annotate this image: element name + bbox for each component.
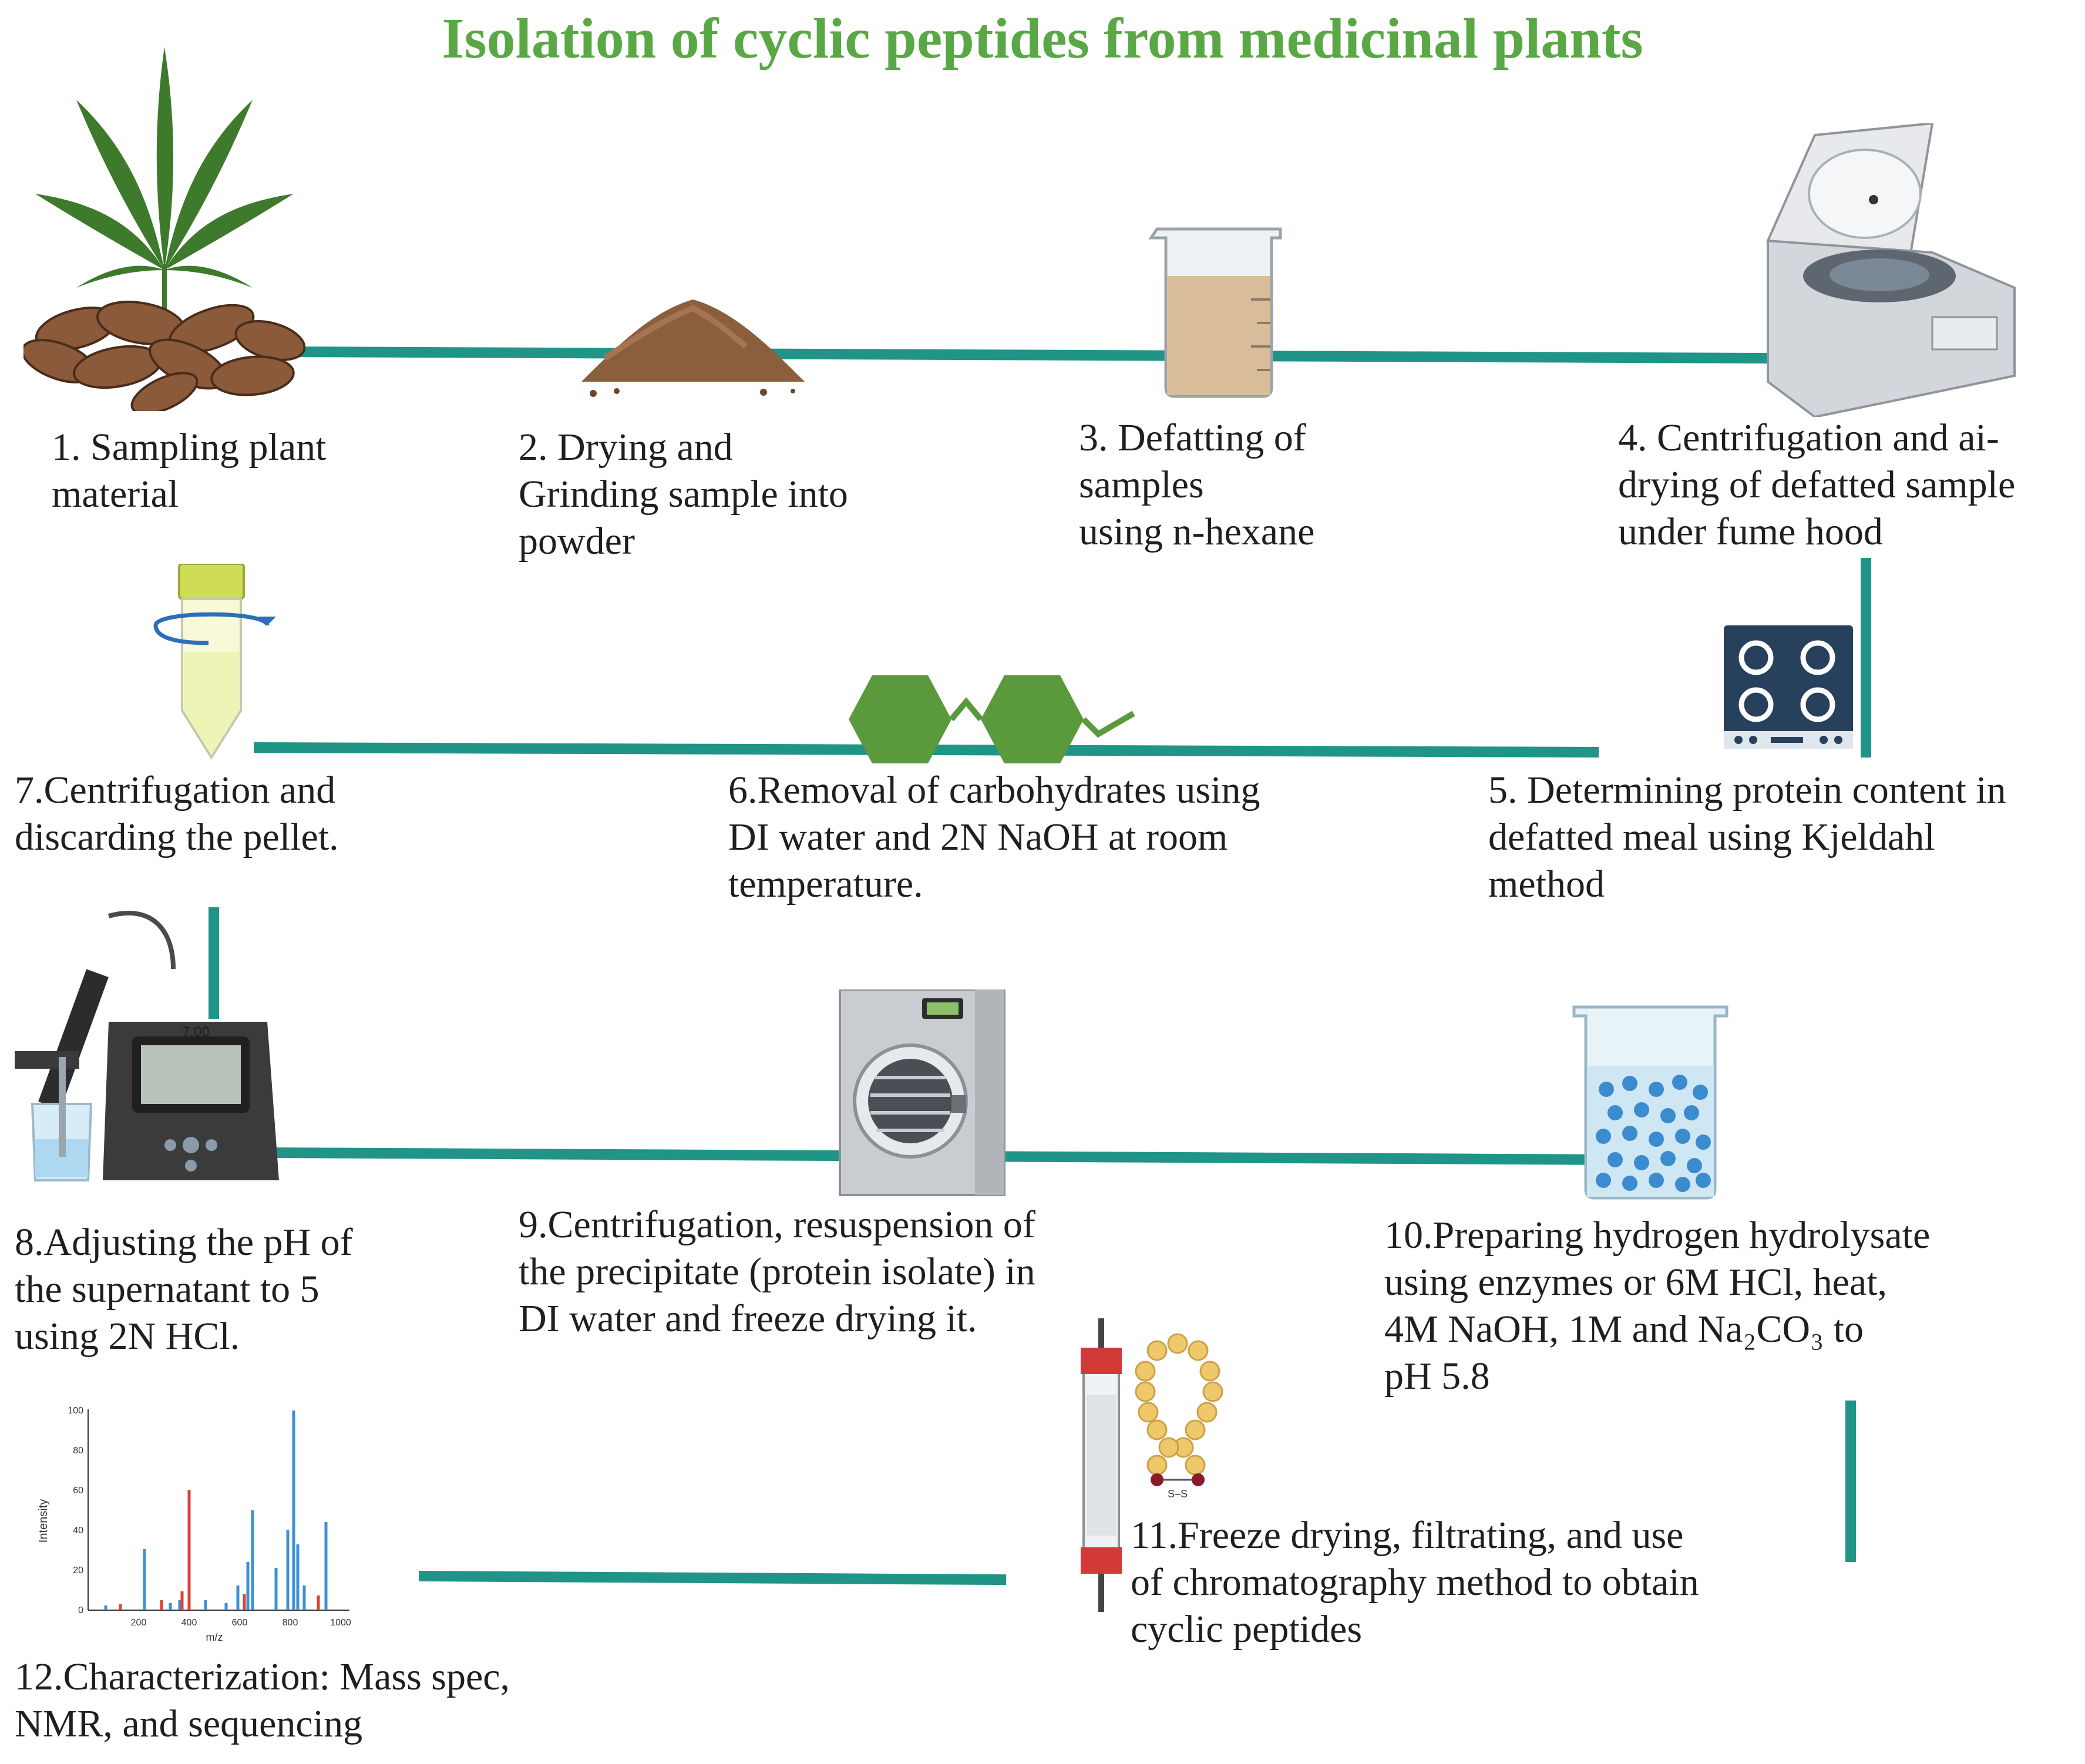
step-2-label: 2. Drying and Grinding sample into powde… xyxy=(519,426,848,563)
beaker-hexane-icon xyxy=(1148,227,1282,398)
spectrum-ylabel: Intensity xyxy=(37,1499,50,1543)
connector-row4 xyxy=(418,1571,1007,1585)
spectrum-xtick: 200 xyxy=(131,1618,147,1628)
diagram-title: Isolation of cyclic peptides from medici… xyxy=(442,7,1643,70)
carbohydrate-molecule-icon xyxy=(849,675,1135,763)
step-7-label: 7.Centrifugation and discarding the pell… xyxy=(15,769,339,859)
spectrum-xlabel: m/z xyxy=(206,1631,223,1643)
spectrum-xtick: 1000 xyxy=(330,1618,351,1628)
step-1-label: 1. Sampling plant material xyxy=(52,426,327,516)
step-3-label: 3. Defatting of samples using n-hexane xyxy=(1079,416,1315,553)
spectrum-ytick: 20 xyxy=(73,1566,83,1576)
spectrum-ytick: 0 xyxy=(78,1605,83,1615)
step-9-label: 9.Centrifugation, resuspension of the pr… xyxy=(519,1203,1035,1340)
ph-meter-icon: 7.00 xyxy=(15,910,279,1181)
step-8-label: 8.Adjusting the pH of the supernatant to… xyxy=(15,1221,353,1358)
step-6-label: 6.Removal of carbohydrates using DI wate… xyxy=(728,769,1260,905)
connector-7-8 xyxy=(208,907,219,1019)
connector-4-5 xyxy=(1861,558,1871,758)
spectrum-ytick: 40 xyxy=(73,1526,83,1536)
step-4-label: 4. Centrifugation and ai- drying of defa… xyxy=(1618,416,2016,553)
beaker-beads-icon xyxy=(1572,1005,1728,1200)
kjeldahl-block-icon xyxy=(1724,625,1853,749)
spectrum-xtick: 800 xyxy=(283,1618,298,1628)
cyclic-peptide-icon: S–S xyxy=(1135,1333,1223,1500)
step-11-label: 11.Freeze drying, filtrating, and use of… xyxy=(1131,1514,1699,1651)
step-5-label: 5. Determining protein content in defatt… xyxy=(1488,769,2006,905)
step-12-label: 12.Characterization: Mass spec, NMR, and… xyxy=(15,1655,510,1745)
connector-10-11 xyxy=(1845,1401,1856,1562)
spectrum-ytick: 60 xyxy=(73,1486,83,1496)
falcon-tube-icon xyxy=(153,564,276,760)
mass-spectrum-chart: Intensity 100 80 60 40 20 0 200 400 600 … xyxy=(37,1406,351,1643)
disulfide-label: S–S xyxy=(1168,1488,1188,1500)
spectrum-xtick: 400 xyxy=(181,1618,197,1628)
step-10-label: 10.Preparing hydrogen hydrolysate using … xyxy=(1384,1214,1931,1398)
centrifuge-icon xyxy=(1766,123,2016,417)
ph-reading-label: 7.00 xyxy=(182,1024,210,1040)
chromatography-column-icon xyxy=(1081,1318,1122,1612)
freeze-dryer-icon xyxy=(839,989,1005,1196)
spectrum-ytick: 80 xyxy=(73,1446,83,1456)
cannabis-seeds-icon xyxy=(23,47,305,411)
spectrum-ytick: 100 xyxy=(68,1406,83,1416)
powder-pile-icon xyxy=(581,299,805,397)
connector-row1 xyxy=(281,346,1774,364)
spectrum-xtick: 600 xyxy=(232,1618,248,1628)
